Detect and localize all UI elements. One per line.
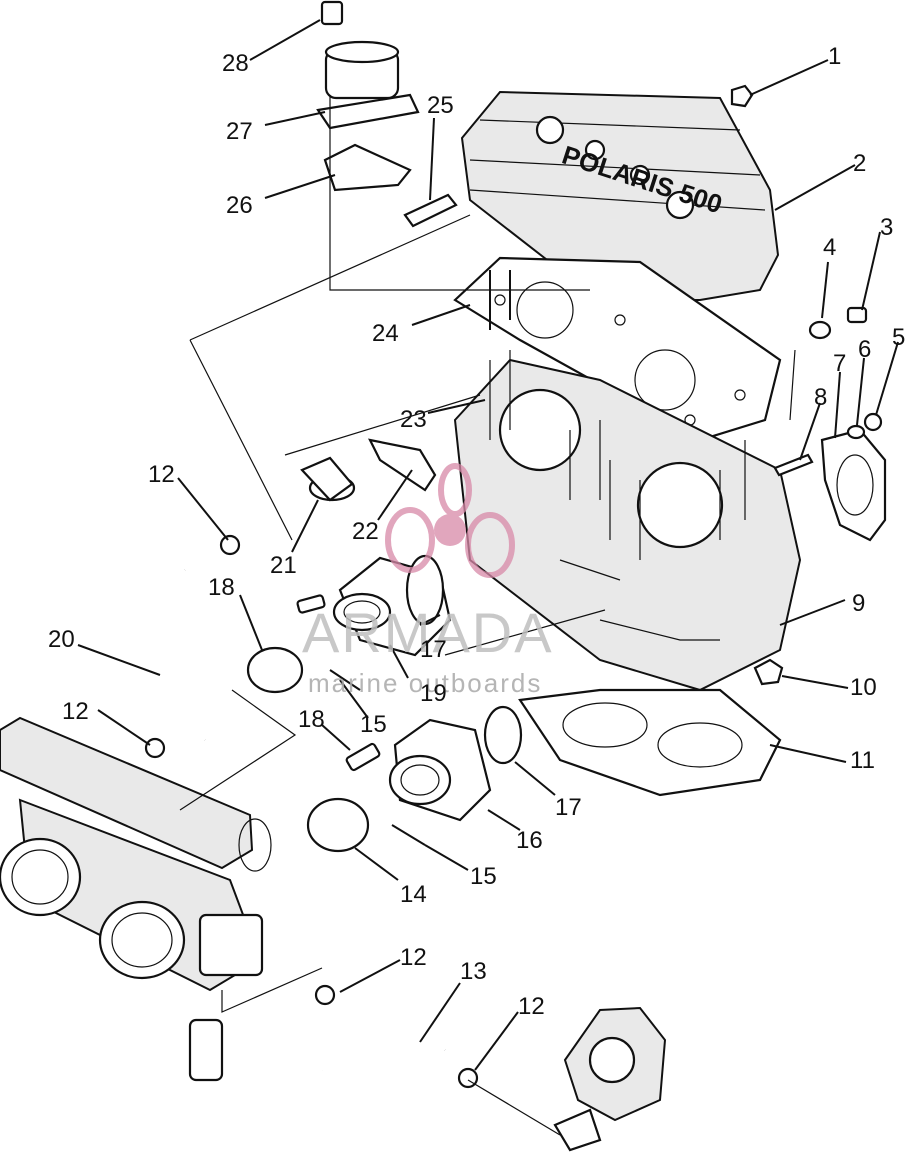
callout-18-upper: 18 — [208, 574, 235, 601]
callout-6: 6 — [858, 336, 872, 363]
screw-15-upper — [329, 669, 361, 691]
callout-1: 1 — [828, 43, 842, 70]
callout-23: 23 — [400, 406, 427, 433]
callout-4: 4 — [823, 234, 837, 261]
cylinder-block — [453, 350, 802, 692]
callout-18-lower: 18 — [298, 706, 325, 733]
bolt-28 — [320, 0, 344, 26]
screw-18-upper — [296, 594, 326, 614]
cylinder-head-cover: POLARIS 500 — [460, 90, 780, 301]
hose-clamp-a — [219, 534, 241, 556]
callout-12-left: 12 — [62, 698, 89, 725]
coupling-21 — [300, 456, 356, 502]
callout-20: 20 — [48, 626, 75, 653]
callout-25: 25 — [427, 92, 454, 119]
head-gasket — [453, 256, 782, 442]
intake-manifold-lower — [388, 718, 492, 822]
nut-10 — [753, 658, 784, 686]
o-ring-upper — [405, 554, 445, 626]
callout-24: 24 — [372, 320, 399, 347]
bolt-3 — [846, 306, 868, 324]
exhaust-gasket — [820, 428, 887, 542]
hose-20 — [151, 567, 208, 741]
callout-28: 28 — [222, 50, 249, 77]
callout-15-lower: 15 — [470, 863, 497, 890]
stud-8 — [773, 453, 814, 477]
screw-18-lower — [345, 742, 381, 772]
callout-3: 3 — [880, 214, 894, 241]
callout-21: 21 — [270, 552, 297, 579]
callout-15-upper: 15 — [360, 711, 387, 738]
pump-assembly — [553, 1006, 667, 1152]
callout-8: 8 — [814, 384, 828, 411]
thermostat-gasket — [323, 143, 412, 192]
callout-12-right: 12 — [518, 993, 545, 1020]
studs-23 — [489, 270, 511, 330]
callout-19: 19 — [420, 680, 447, 707]
leader-lines — [77, 19, 899, 1071]
clamp-upper — [246, 646, 304, 694]
washer-4 — [808, 320, 832, 340]
callout-27: 27 — [226, 118, 253, 145]
callout-17-upper: 17 — [420, 636, 447, 663]
watermark-tagline: marine outboards — [308, 668, 543, 698]
callout-7: 7 — [833, 350, 847, 377]
callout-14: 14 — [400, 881, 427, 908]
watermark-logo — [385, 463, 515, 578]
callout-22: 22 — [352, 518, 379, 545]
sender-25 — [403, 193, 458, 228]
base-gasket — [518, 688, 782, 797]
callout-17-lower: 17 — [555, 794, 582, 821]
clamp-lower — [306, 797, 370, 853]
throttle-body — [0, 716, 272, 1082]
callout-10: 10 — [850, 674, 877, 701]
reference-lines — [179, 95, 796, 1136]
callout-11: 11 — [850, 747, 875, 774]
sensor-22 — [368, 438, 437, 492]
o-ring-lower — [483, 705, 523, 765]
hose-clamp-b — [144, 737, 166, 759]
callout-13: 13 — [460, 958, 487, 985]
nut-5 — [863, 412, 883, 432]
callout-9: 9 — [852, 590, 866, 617]
watermark-brand: ARMADA — [302, 601, 554, 664]
callout-12-mid: 12 — [400, 944, 427, 971]
washer-6 — [846, 424, 866, 440]
callout-5: 5 — [892, 324, 906, 351]
hose-13 — [319, 1045, 446, 1111]
callout-2: 2 — [853, 150, 867, 177]
hose-clamp-c — [314, 984, 336, 1006]
thermostat-housing — [316, 40, 420, 130]
callout-16: 16 — [516, 827, 543, 854]
callout-12-top: 12 — [148, 461, 175, 488]
nut-1 — [730, 84, 754, 108]
callout-26: 26 — [226, 192, 253, 219]
screw-15-lower — [391, 824, 426, 846]
